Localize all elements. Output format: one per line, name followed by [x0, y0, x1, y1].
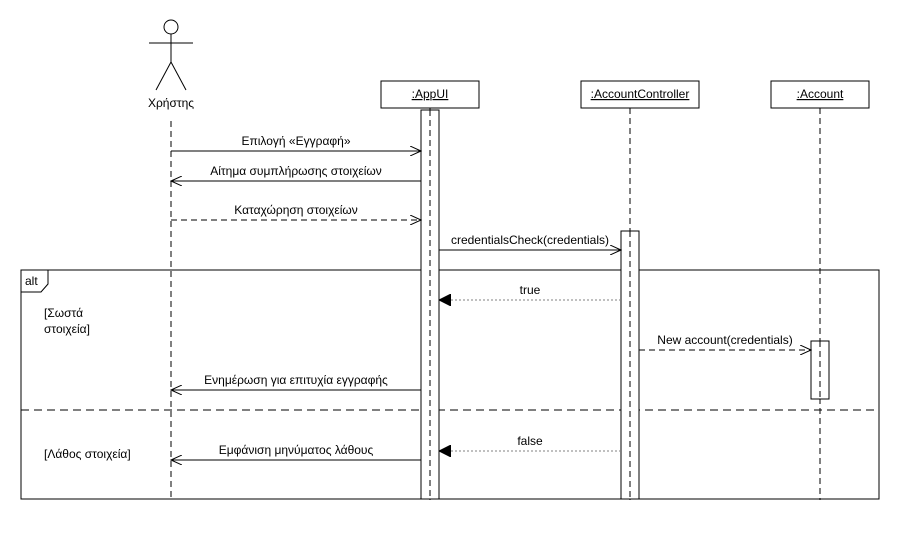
- message-return-false: false: [439, 434, 621, 451]
- alt-fragment: alt [Σωστά στοιχεία] [Λάθος στοιχεία]: [20, 269, 880, 500]
- message-new-account: New account(credentials): [639, 333, 811, 350]
- participant-appui: :AppUI: [380, 80, 480, 109]
- participant-label: :AccountController: [591, 87, 690, 101]
- message-label: credentialsCheck(credentials): [451, 233, 609, 247]
- actor-user: Χρήστης: [148, 19, 194, 110]
- participant-account-controller: :AccountController: [580, 80, 700, 109]
- participant-box: [580, 80, 700, 109]
- message-notify-success: Ενημέρωση για επιτυχία εγγραφής: [171, 373, 421, 390]
- message-request-details: Αίτημα συμπλήρωσης στοιχείων: [171, 164, 421, 181]
- fragment-operator-label: alt: [25, 274, 38, 288]
- participant-box: [380, 80, 480, 109]
- guard-condition-success-line2: στοιχεία]: [44, 322, 90, 336]
- actor-head-icon: [163, 19, 179, 35]
- participant-account: :Account: [770, 80, 870, 109]
- participant-label: :AppUI: [412, 87, 449, 101]
- guard-condition-failure: [Λάθος στοιχεία]: [44, 447, 131, 461]
- message-credentials-check: credentialsCheck(credentials): [439, 233, 621, 250]
- activation-account: [810, 340, 830, 400]
- message-label: Αίτημα συμπλήρωσης στοιχείων: [210, 164, 382, 178]
- message-show-error: Εμφάνιση μηνύματος λάθους: [171, 443, 421, 460]
- message-label: Επιλογή «Εγγραφή»: [241, 134, 350, 148]
- message-label: New account(credentials): [657, 333, 792, 347]
- message-return-true: true: [439, 283, 621, 300]
- participant-label: :Account: [797, 87, 844, 101]
- message-label: false: [517, 434, 543, 448]
- actor-right-leg: [170, 61, 187, 91]
- message-label: Καταχώρηση στοιχείων: [234, 203, 358, 217]
- message-label: true: [520, 283, 541, 297]
- message-submit-details: Καταχώρηση στοιχείων: [171, 203, 421, 220]
- message-label: Ενημέρωση για επιτυχία εγγραφής: [204, 373, 388, 387]
- guard-condition-success-line1: [Σωστά: [44, 306, 83, 320]
- message-select-register: Επιλογή «Εγγραφή»: [171, 134, 421, 151]
- participant-box: [770, 80, 870, 109]
- fragment-frame: [20, 269, 880, 500]
- fragment-operator-tab: [20, 269, 49, 293]
- message-label: Εμφάνιση μηνύματος λάθους: [219, 443, 374, 457]
- actor-name: Χρήστης: [148, 96, 194, 110]
- actor-left-leg: [155, 61, 172, 91]
